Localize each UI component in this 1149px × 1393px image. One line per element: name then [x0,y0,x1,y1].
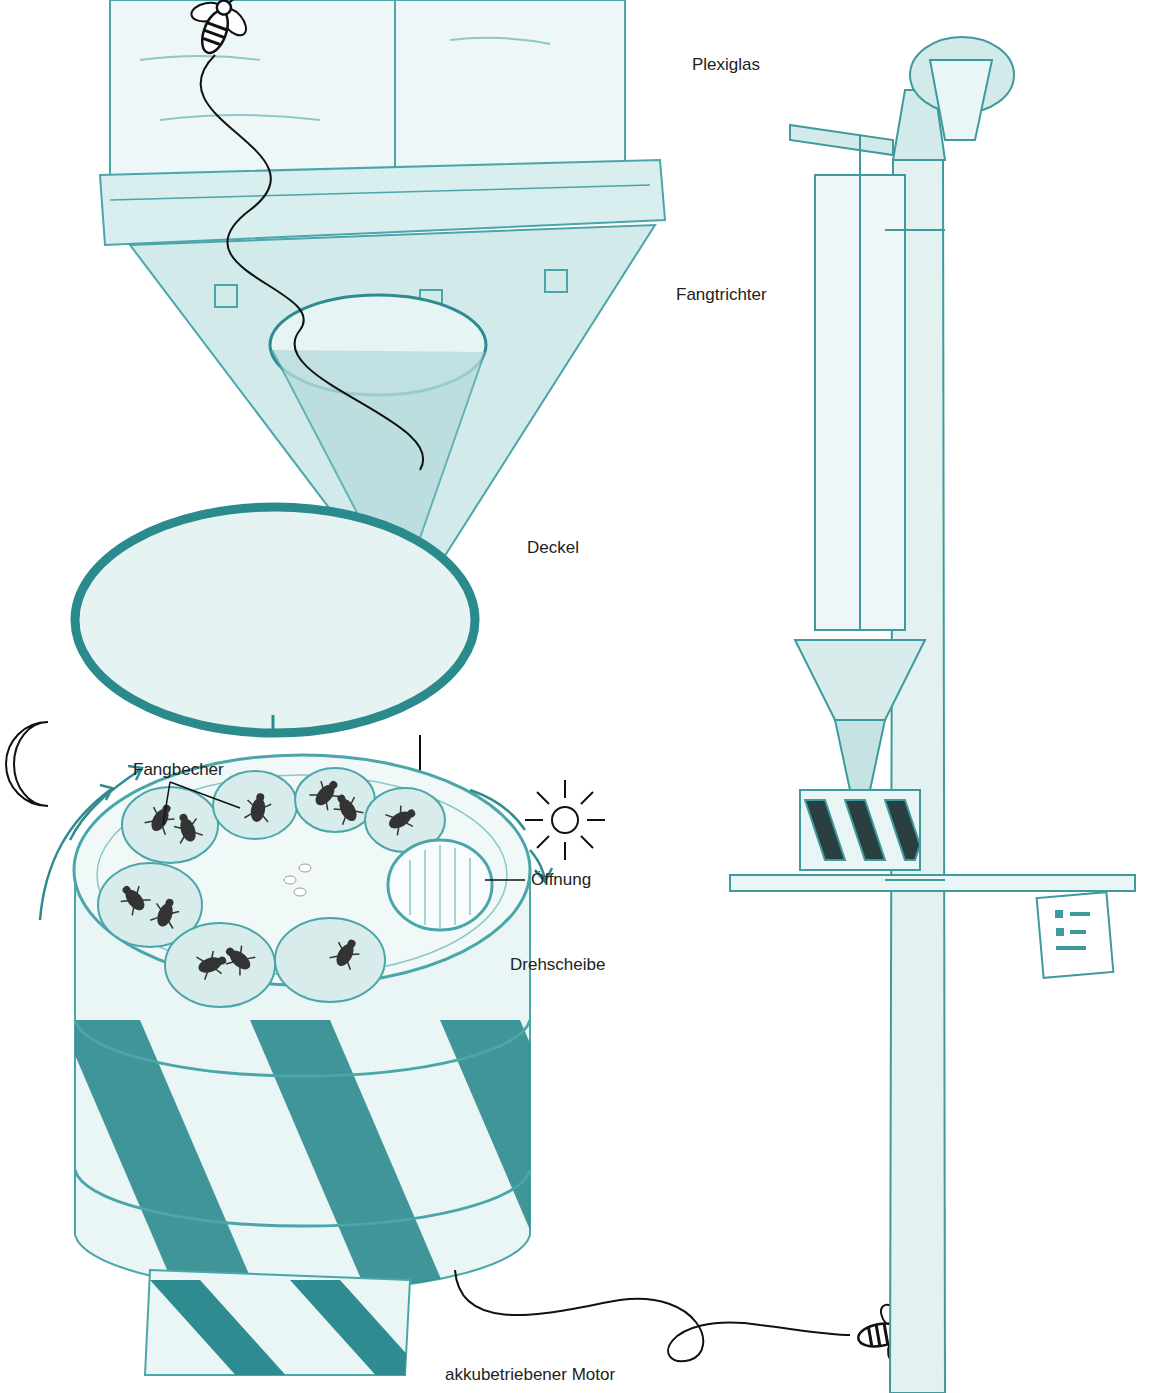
part-label: Fangbecher [133,760,224,780]
part-label: Plexiglas [692,55,760,75]
part-label: Fangtrichter [676,285,767,305]
part-label: akkubetriebener Motor [445,1365,615,1385]
part-label: Drehscheibe [510,955,605,975]
part-label: Öffnung [531,870,591,890]
part-label: Deckel [527,538,579,558]
